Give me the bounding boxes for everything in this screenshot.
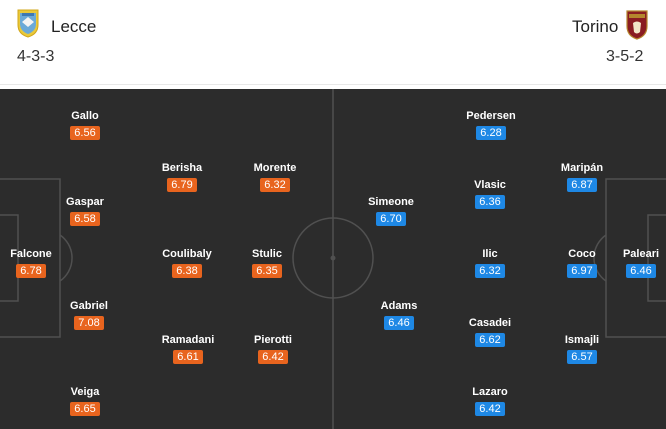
player-lazaro[interactable]: Lazaro 6.42 — [455, 385, 525, 417]
player-name: Ramadani — [161, 334, 215, 346]
away-team-name[interactable]: Torino — [572, 17, 619, 36]
player-name: Adams — [380, 300, 418, 312]
pitch: Gallo 6.56 Berisha 6.79 Morente 6.32 Gas… — [0, 89, 666, 429]
player-rating: 6.28 — [476, 126, 506, 140]
player-name: Gallo — [71, 110, 99, 122]
player-name: Casadei — [468, 317, 512, 329]
player-rating: 6.42 — [258, 350, 288, 364]
player-name: Lazaro — [472, 386, 508, 398]
player-name: Ismajli — [564, 334, 600, 346]
player-paleari[interactable]: Paleari 6.46 — [606, 247, 666, 279]
player-veiga[interactable]: Veiga 6.65 — [50, 385, 120, 417]
player-maripan[interactable]: Maripán 6.87 — [547, 161, 617, 193]
header-divider — [0, 84, 666, 85]
player-rating: 7.08 — [74, 316, 104, 330]
player-rating: 6.35 — [252, 264, 282, 278]
lecce-crest-icon[interactable] — [17, 8, 39, 43]
player-name: Berisha — [161, 162, 203, 174]
player-morente[interactable]: Morente 6.32 — [240, 161, 310, 193]
player-ramadani[interactable]: Ramadani 6.61 — [153, 333, 223, 365]
player-rating: 6.32 — [475, 264, 505, 278]
player-name: Coulibaly — [162, 248, 212, 260]
player-adams[interactable]: Adams 6.46 — [364, 299, 434, 331]
player-gabriel[interactable]: Gabriel 7.08 — [54, 299, 124, 331]
player-name: Pierotti — [254, 334, 292, 346]
player-name: Coco — [568, 248, 596, 260]
player-gallo[interactable]: Gallo 6.56 — [50, 109, 120, 141]
player-name: Gabriel — [70, 300, 108, 312]
player-rating: 6.62 — [475, 333, 505, 347]
player-rating: 6.97 — [567, 264, 597, 278]
player-casadei[interactable]: Casadei 6.62 — [455, 316, 525, 348]
player-name: Veiga — [70, 386, 100, 398]
player-rating: 6.65 — [70, 402, 100, 416]
player-rating: 6.58 — [70, 212, 100, 226]
player-rating: 6.32 — [260, 178, 290, 192]
player-stulic[interactable]: Stulic 6.35 — [232, 247, 302, 279]
match-header: Lecce 4-3-3 Torino 3-5-2 — [0, 0, 666, 84]
player-rating: 6.87 — [567, 178, 597, 192]
player-name: Morente — [253, 162, 297, 174]
player-simeone[interactable]: Simeone 6.70 — [356, 195, 426, 227]
player-rating: 6.79 — [167, 178, 197, 192]
player-pedersen[interactable]: Pedersen 6.28 — [456, 109, 526, 141]
pitch-markings — [0, 89, 666, 429]
player-rating: 6.78 — [16, 264, 46, 278]
player-gaspar[interactable]: Gaspar 6.58 — [50, 195, 120, 227]
player-name: Gaspar — [66, 196, 104, 208]
player-rating: 6.46 — [384, 316, 414, 330]
player-rating: 6.61 — [173, 350, 203, 364]
player-rating: 6.56 — [70, 126, 100, 140]
player-rating: 6.36 — [475, 195, 505, 209]
player-name: Pedersen — [466, 110, 516, 122]
torino-crest-icon[interactable] — [626, 8, 648, 45]
player-berisha[interactable]: Berisha 6.79 — [147, 161, 217, 193]
player-name: Ilic — [482, 248, 498, 260]
player-name: Vlasic — [474, 179, 506, 191]
away-formation: 3-5-2 — [606, 48, 644, 65]
home-formation: 4-3-3 — [17, 48, 55, 65]
player-rating: 6.42 — [475, 402, 505, 416]
player-ilic[interactable]: Ilic 6.32 — [455, 247, 525, 279]
player-name: Falcone — [10, 248, 52, 260]
player-falcone[interactable]: Falcone 6.78 — [0, 247, 66, 279]
home-team-name[interactable]: Lecce — [51, 17, 97, 36]
player-coulibaly[interactable]: Coulibaly 6.38 — [152, 247, 222, 279]
player-pierotti[interactable]: Pierotti 6.42 — [238, 333, 308, 365]
player-rating: 6.57 — [567, 350, 597, 364]
player-name: Stulic — [252, 248, 282, 260]
player-ismajli[interactable]: Ismajli 6.57 — [547, 333, 617, 365]
player-rating: 6.70 — [376, 212, 406, 226]
player-rating: 6.38 — [172, 264, 202, 278]
player-coco[interactable]: Coco 6.97 — [547, 247, 617, 279]
player-name: Maripán — [560, 162, 604, 174]
player-vlasic[interactable]: Vlasic 6.36 — [455, 178, 525, 210]
player-rating: 6.46 — [626, 264, 656, 278]
player-name: Paleari — [622, 248, 660, 260]
player-name: Simeone — [368, 196, 414, 208]
